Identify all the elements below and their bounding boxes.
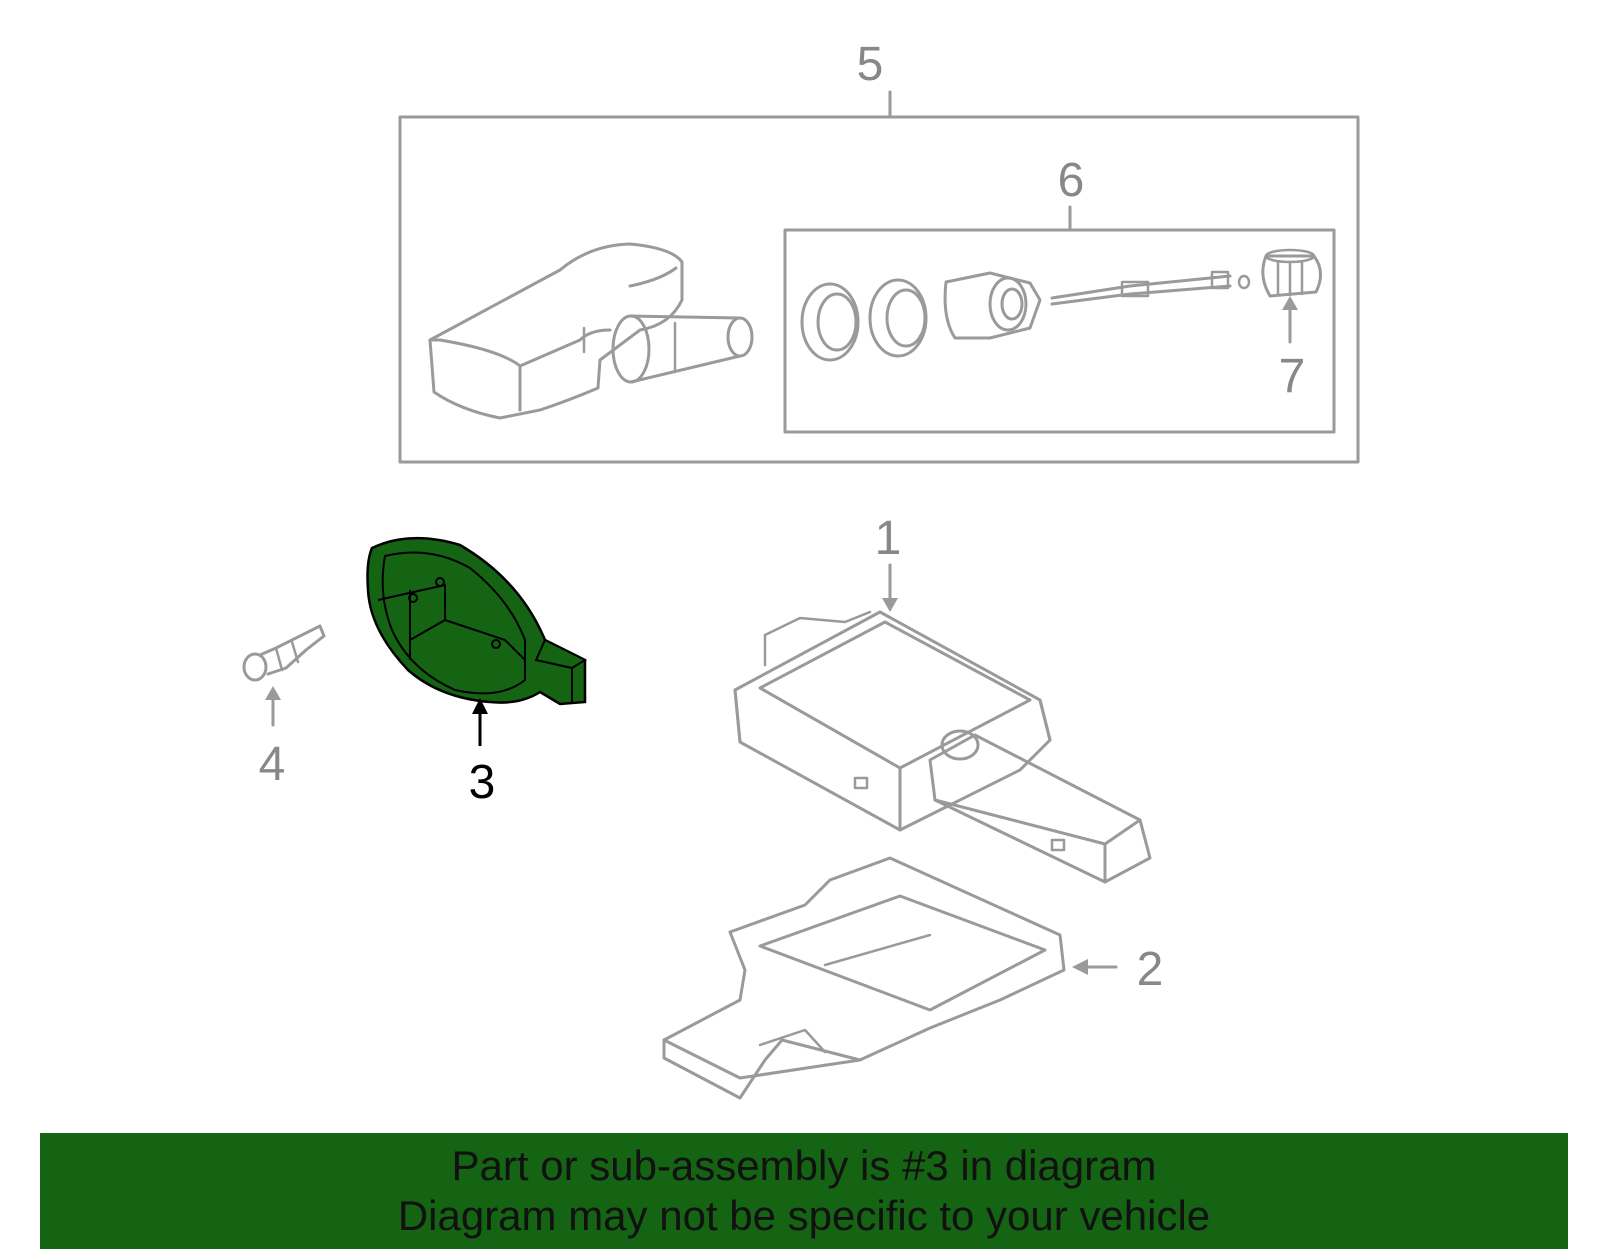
callout-4-arrowhead [265, 686, 281, 700]
highlighted-part-3 [366, 537, 588, 706]
callout-7-label: 7 [1279, 350, 1306, 403]
callout-2-label: 2 [1137, 943, 1164, 996]
callout-5-label: 5 [857, 38, 884, 91]
callout-6-group: 6 [783, 154, 1336, 434]
callout-2-arrowhead [1072, 959, 1088, 975]
callout-3-arrowhead [472, 698, 488, 714]
valve-kit-box [783, 228, 1336, 434]
push-clip-drawing [242, 624, 326, 682]
callout-7-group: 7 [1279, 296, 1306, 403]
banner-line-2: Diagram may not be specific to your vehi… [397, 1192, 1211, 1239]
callout-4-label: 4 [259, 738, 286, 791]
receiver-module-drawing [733, 610, 1152, 884]
valve-kit-parts-drawing [800, 248, 1322, 362]
callout-7-arrowhead [1282, 296, 1298, 310]
callout-1-label: 1 [875, 512, 902, 565]
banner-line-1: Part or sub-assembly is #3 in diagram [451, 1142, 1157, 1189]
callout-1-group: 1 [875, 512, 902, 612]
tray-drawing [662, 856, 1066, 1100]
callout-2-group: 2 [1072, 943, 1163, 996]
callout-4-group: 4 [259, 686, 286, 791]
callout-6-label: 6 [1058, 154, 1085, 207]
kit-box [398, 115, 1360, 464]
callout-1-arrowhead [882, 598, 898, 612]
tpms-sensor-drawing [428, 242, 754, 420]
callout-3-label: 3 [469, 756, 496, 809]
callout-5-group: 5 [398, 38, 1360, 464]
callout-3-group: 3 [469, 698, 496, 809]
info-banner: Part or sub-assembly is #3 in diagram Di… [40, 1133, 1568, 1249]
